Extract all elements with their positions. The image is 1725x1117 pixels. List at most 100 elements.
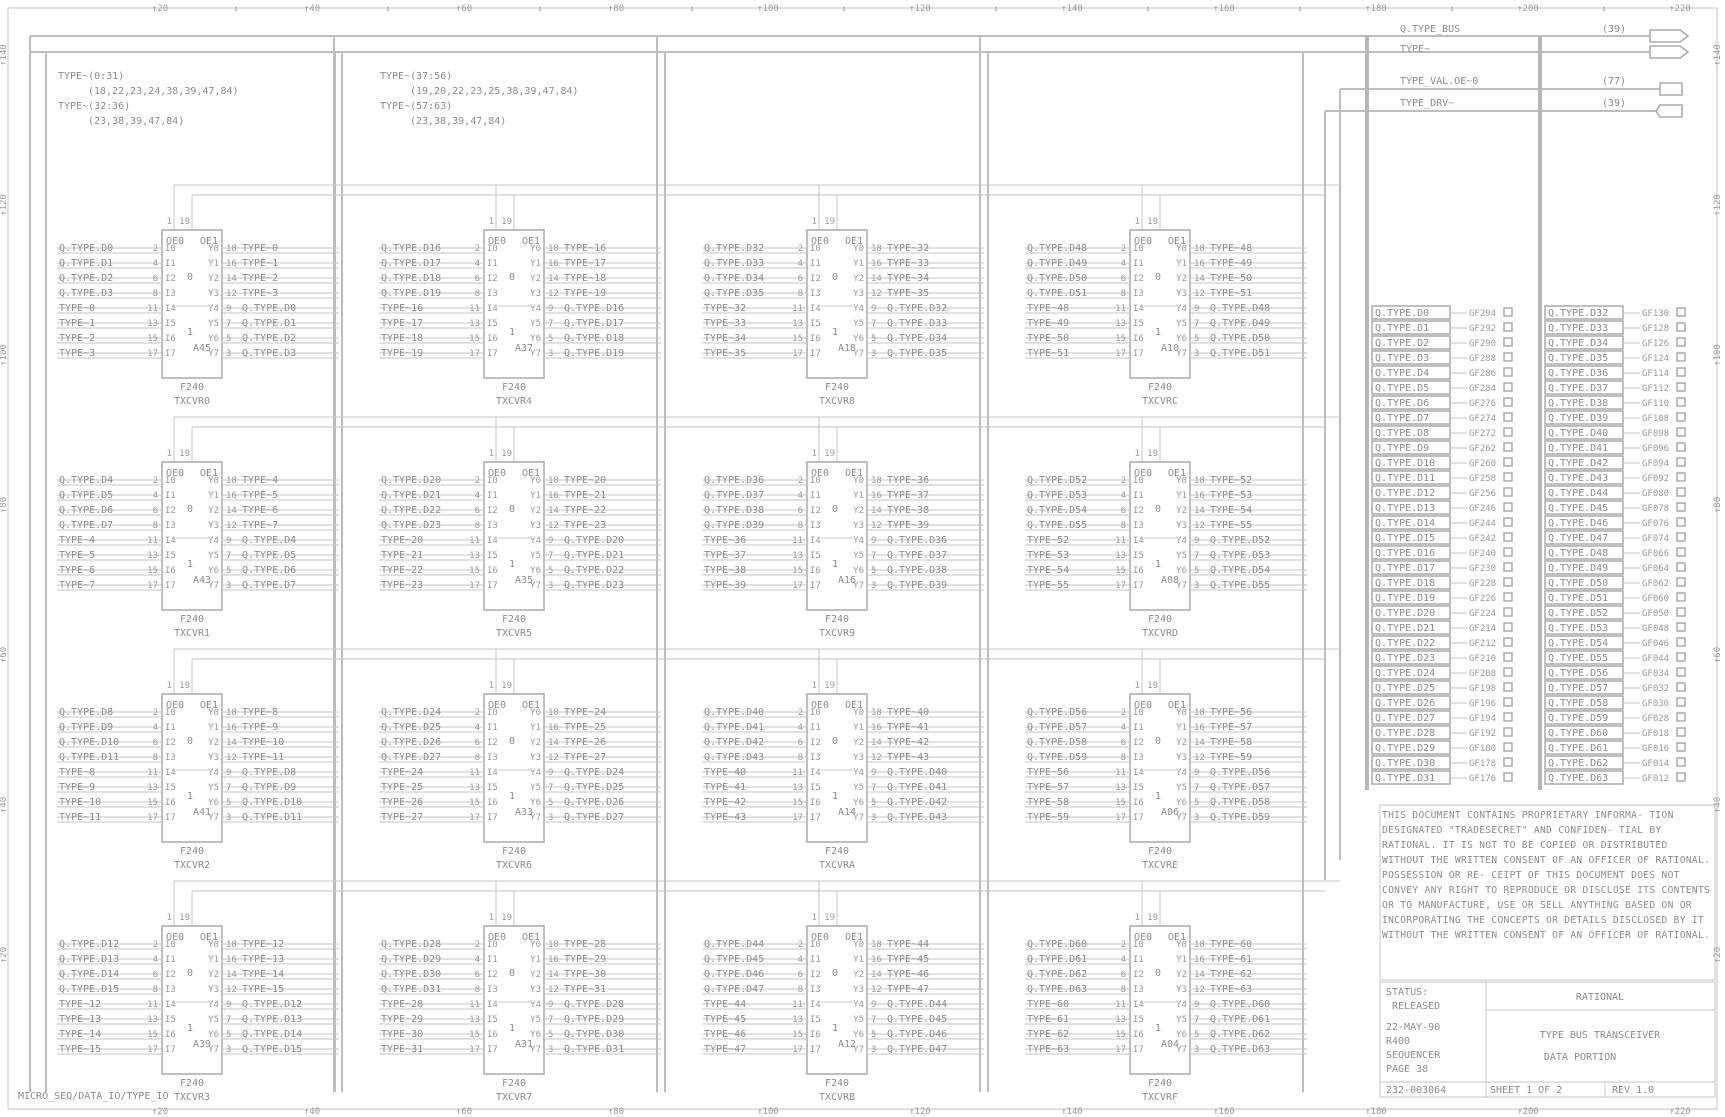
oe1-pin-number: 19 — [1147, 217, 1158, 227]
chip-output-label: Y7 — [1176, 581, 1187, 591]
connector-pin-label: GF294 — [1469, 309, 1496, 319]
chip-body — [1129, 925, 1191, 1075]
chip-input-label: I3 — [810, 521, 821, 531]
connector-pin-label: GF196 — [1469, 699, 1496, 709]
bus-note-line: (23,38,39,47,84) — [410, 116, 506, 127]
input-pin-number: 17 — [1115, 1045, 1126, 1055]
output-pin-number: 14 — [1194, 506, 1205, 516]
output-signal-label: Q.TYPE.D31 — [564, 1044, 624, 1055]
chip-input-label: I1 — [487, 955, 498, 965]
input-pin-number: 13 — [1115, 551, 1126, 561]
chip-output-label: Y6 — [853, 1030, 864, 1040]
chip-oe0-label: OE0 — [811, 932, 829, 943]
chip-ref-designator: A43 — [193, 575, 211, 586]
connector-signal-label: Q.TYPE.D38 — [1548, 398, 1608, 409]
connector-pin-label: GF198 — [1469, 684, 1496, 694]
chip-output-label: Y7 — [530, 813, 541, 823]
output-signal-label: Q.TYPE.D42 — [887, 797, 947, 808]
chip-output-label: Y5 — [208, 319, 219, 329]
input-pin-number: 8 — [1121, 985, 1126, 995]
output-pin-number: 16 — [1194, 723, 1205, 733]
input-signal-label: Q.TYPE.D17 — [381, 258, 441, 269]
chip-output-label: Y3 — [208, 753, 219, 763]
chip-output-label: Y7 — [853, 581, 864, 591]
input-pin-number: 4 — [1121, 491, 1126, 501]
chip-input-label: I5 — [487, 551, 498, 561]
connector-pin-label: GF078 — [1642, 504, 1669, 514]
connector-pin-label: GF074 — [1642, 534, 1669, 544]
input-signal-label: TYPE~21 — [381, 550, 423, 561]
output-signal-label: TYPE~19 — [564, 288, 606, 299]
chip-output-label: Y4 — [530, 1000, 541, 1010]
connector-pin-marker — [1676, 667, 1686, 677]
connector-signal-label: Q.TYPE.D31 — [1375, 773, 1435, 784]
output-pin-number: 3 — [1194, 581, 1199, 591]
connector-pin-marker — [1676, 337, 1686, 347]
connector-signal-label: Q.TYPE.D46 — [1548, 518, 1608, 529]
input-pin-number: 13 — [469, 319, 480, 329]
output-signal-label: Q.TYPE.D38 — [887, 565, 947, 576]
output-signal-label: TYPE~1 — [242, 258, 278, 269]
chip-gate0-label: 0 — [187, 504, 193, 515]
output-pin-number: 14 — [226, 970, 237, 980]
chip-input-label: I7 — [487, 1045, 498, 1055]
output-signal-label: Q.TYPE.D10 — [242, 797, 302, 808]
connector-pin-marker — [1503, 502, 1513, 512]
connector-pin-marker — [1676, 472, 1686, 482]
chip-output-label: Y4 — [1176, 768, 1187, 778]
output-signal-label: Q.TYPE.D12 — [242, 999, 302, 1010]
chip-ref-designator: A31 — [515, 1039, 533, 1050]
output-pin-number: 5 — [871, 566, 876, 576]
chip-output-label: Y7 — [853, 1045, 864, 1055]
output-signal-label: TYPE~37 — [887, 490, 929, 501]
output-signal-label: TYPE~20 — [564, 475, 606, 486]
ruler-left-label: ↑80 — [0, 497, 9, 513]
output-signal-label: Q.TYPE.D36 — [887, 535, 947, 546]
input-pin-number: 13 — [1115, 319, 1126, 329]
chip-input-label: I2 — [487, 738, 498, 748]
input-pin-number: 2 — [1121, 708, 1126, 718]
connector-pin-marker — [1676, 547, 1686, 557]
output-signal-label: TYPE~32 — [887, 243, 929, 254]
chip-output-label: Y1 — [530, 723, 541, 733]
input-signal-label: TYPE~20 — [381, 535, 423, 546]
connector-signal-label: Q.TYPE.D13 — [1375, 503, 1435, 514]
input-pin-number: 2 — [1121, 476, 1126, 486]
input-signal-label: Q.TYPE.D32 — [704, 243, 764, 254]
chip-oe1-label: OE1 — [845, 468, 863, 479]
connector-signal-label: Q.TYPE.D57 — [1548, 683, 1608, 694]
output-signal-label: TYPE~31 — [564, 984, 606, 995]
oe0-pin-number: 1 — [489, 449, 494, 459]
chip-input-label: I5 — [1133, 319, 1144, 329]
chip-input-label: I4 — [165, 1000, 176, 1010]
output-pin-number: 16 — [226, 955, 237, 965]
chip-input-label: I0 — [810, 708, 821, 718]
chip-output-label: Y7 — [530, 581, 541, 591]
connector-pin-marker — [1676, 352, 1686, 362]
ruler-top-tick: ↓ — [1297, 4, 1302, 14]
output-signal-label: TYPE~27 — [564, 752, 606, 763]
chip-input-label: I4 — [487, 536, 498, 546]
input-signal-label: Q.TYPE.D19 — [381, 288, 441, 299]
ruler-top-label: ↑180 — [1365, 4, 1387, 14]
input-pin-number: 8 — [475, 753, 480, 763]
input-signal-label: Q.TYPE.D29 — [381, 954, 441, 965]
output-pin-number: 18 — [226, 940, 237, 950]
input-signal-label: TYPE~43 — [704, 812, 746, 823]
input-signal-label: TYPE~56 — [1027, 767, 1069, 778]
output-signal-label: Q.TYPE.D26 — [564, 797, 624, 808]
input-pin-number: 2 — [798, 708, 803, 718]
chip-output-label: Y0 — [1176, 244, 1187, 254]
output-signal-label: Q.TYPE.D57 — [1210, 782, 1270, 793]
chip-input-label: I2 — [165, 506, 176, 516]
output-pin-number: 9 — [871, 768, 876, 778]
chip-output-label: Y5 — [1176, 551, 1187, 561]
ruler-top-label: ↑160 — [1213, 4, 1235, 14]
input-signal-label: TYPE~61 — [1027, 1014, 1069, 1025]
connector-pin-marker — [1503, 412, 1513, 422]
chip-output-label: Y0 — [1176, 476, 1187, 486]
output-signal-label: Q.TYPE.D3 — [242, 348, 296, 359]
chip-body — [161, 461, 223, 611]
input-pin-number: 11 — [792, 536, 803, 546]
output-pin-number: 16 — [548, 491, 559, 501]
